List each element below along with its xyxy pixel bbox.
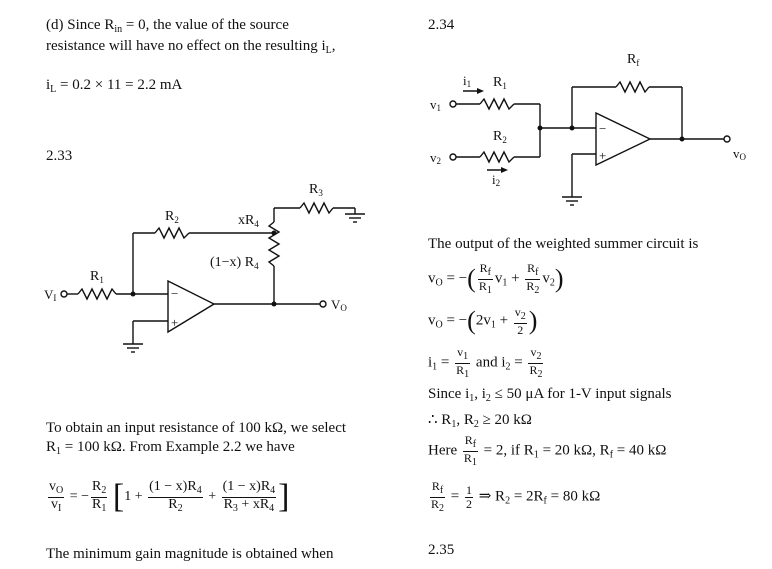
para-input-resistance-1: To obtain an input resistance of 100 kΩ,…: [46, 420, 347, 436]
opamp-minus-234: −: [599, 121, 606, 136]
label-r3-233: R3: [309, 182, 323, 198]
r2-resistor-234: [479, 150, 515, 164]
rf-resistor: [615, 80, 650, 94]
section-2-33-heading: 2.33: [46, 148, 73, 164]
label-i1: i1: [463, 73, 471, 89]
label-vo-233: VO: [331, 297, 347, 313]
part-d-line-2: resistance will have no effect on the re…: [46, 38, 336, 56]
r3-resistor: [299, 201, 334, 215]
section-2-35-heading: 2.35: [428, 542, 455, 558]
label-v2: v2: [430, 150, 441, 166]
r2-resistor: [154, 226, 190, 240]
label-rf: Rf: [627, 52, 639, 68]
r1-resistor-234: [479, 97, 515, 111]
opamp-2-33: [167, 279, 216, 334]
label-one-minus-x-r4: (1−x) R4: [210, 255, 259, 271]
v1-terminal: [449, 100, 457, 108]
opamp-plus-234: +: [599, 148, 606, 163]
vo-terminal-234: [723, 135, 731, 143]
label-vo-234: vO: [733, 146, 747, 162]
label-i2: i2: [492, 172, 500, 188]
label-r1-233: R1: [90, 269, 104, 285]
il-equation: iL = 0.2 × 11 = 2.2 mA: [46, 77, 183, 95]
r1-resistor: [77, 287, 117, 301]
since-text: Since i1, i2 ≤ 50 μA for 1-V input signa…: [428, 386, 672, 404]
vo-terminal-233: [319, 300, 327, 308]
label-vi: VI: [44, 287, 56, 303]
part-d-line-1: (d) Since Rin = 0, the value of the sour…: [46, 17, 289, 35]
opamp-plus-233: +: [171, 315, 178, 330]
label-xr4: xR4: [238, 213, 259, 229]
opamp-minus-233: −: [171, 286, 178, 301]
label-r1-234: R1: [493, 75, 507, 91]
therefore-text: ∴ R1, R2 ≥ 20 kΩ: [428, 412, 532, 430]
weighted-summer-text: The output of the weighted summer circui…: [428, 236, 699, 252]
label-v1: v1: [430, 97, 441, 113]
v2-terminal: [449, 153, 457, 161]
label-r2-234: R2: [493, 129, 507, 145]
r4-potentiometer: [267, 221, 281, 267]
section-2-34-heading: 2.34: [428, 17, 455, 33]
opamp-2-34: [595, 111, 652, 167]
label-r2-233: R2: [165, 209, 179, 225]
min-gain-text: The minimum gain magnitude is obtained w…: [46, 546, 334, 562]
para-input-resistance-2: R1 = 100 kΩ. From Example 2.2 we have: [46, 439, 295, 457]
